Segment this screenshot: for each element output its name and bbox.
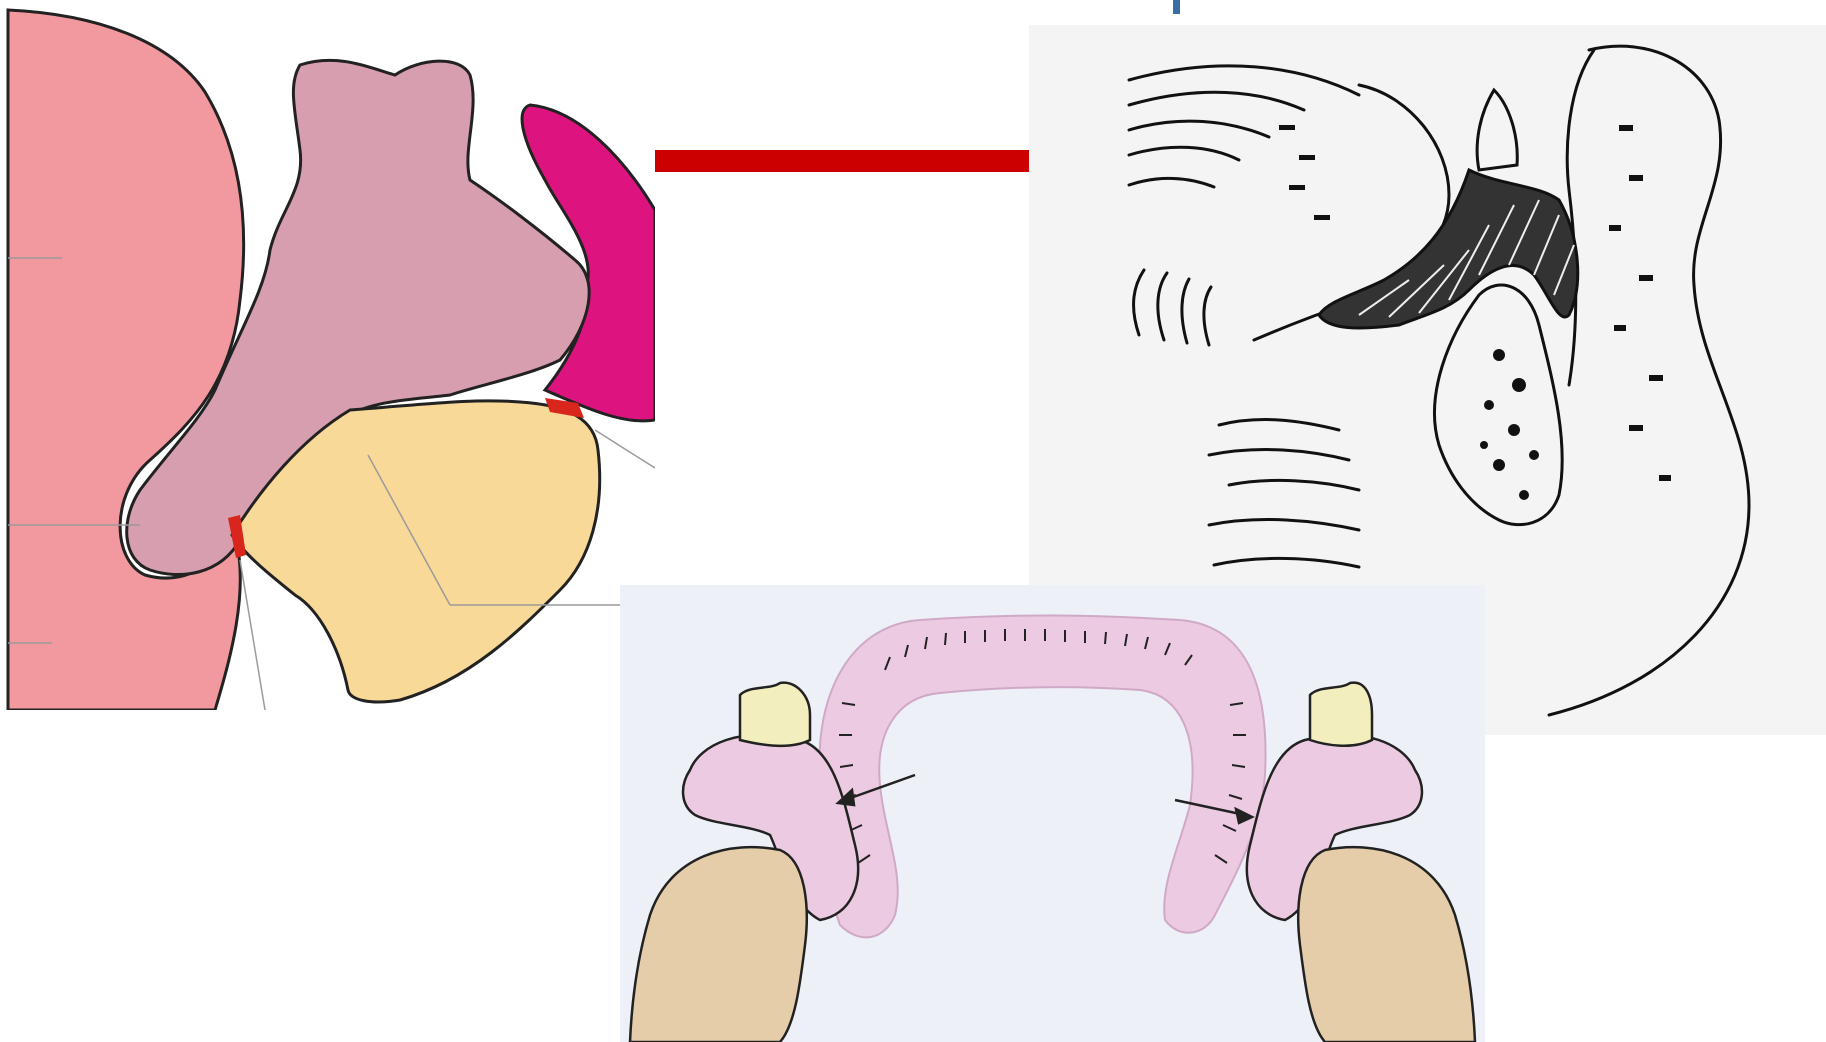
right-tooth-shape: [1310, 683, 1372, 746]
flap-cross-section-icon: [620, 585, 1485, 1042]
outer-tissue-shape: [8, 10, 244, 710]
top-accent-mark: [1173, 0, 1180, 14]
left-tooth-shape: [740, 683, 810, 746]
bottom-crosssection-panel: [620, 585, 1485, 1042]
schematic-section-icon: [0, 0, 655, 710]
left-schematic-panel: [0, 0, 655, 710]
divider-bar: [655, 150, 1029, 172]
